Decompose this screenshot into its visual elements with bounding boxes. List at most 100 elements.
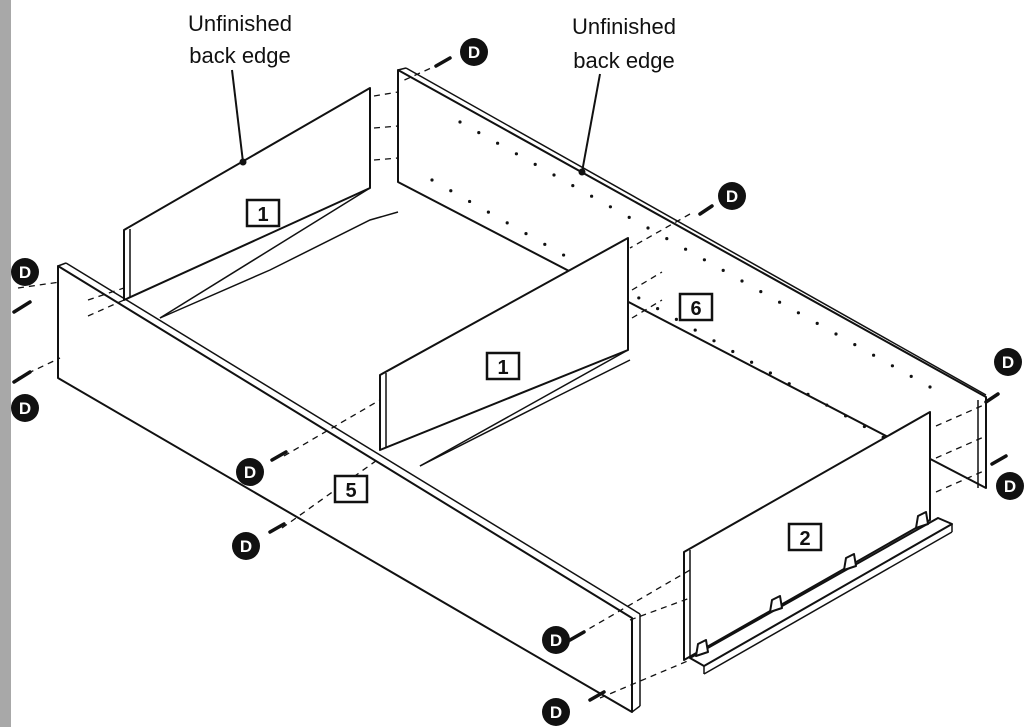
panel-side-left-top-edge: [57, 262, 67, 267]
fastener-d-badge-label: D: [19, 399, 31, 418]
panel-hole: [721, 268, 725, 272]
screw-icon: [588, 690, 606, 702]
panel-hole: [552, 173, 556, 177]
fastener-line: [935, 435, 987, 459]
panel-hole: [928, 385, 932, 389]
screw-icon: [990, 454, 1008, 466]
panel-hole: [740, 279, 744, 283]
fastener-line: [399, 63, 441, 83]
interior-floor-edge-2: [419, 359, 631, 467]
panel-side-right-top-edge: [405, 67, 987, 396]
panel-hole: [430, 178, 434, 182]
panel-hole: [787, 382, 791, 386]
panel-hole: [862, 424, 867, 429]
fastener-d-badge-label: D: [244, 463, 256, 482]
fastener-d-badge-label: D: [240, 537, 252, 556]
fastener-d-badge: D: [460, 38, 488, 66]
panel-hole: [815, 321, 819, 325]
fastener-d-badge-label: D: [468, 43, 480, 62]
callout-left-dot: [239, 158, 247, 166]
fastener-line: [935, 403, 987, 427]
fastener-d-badge: D: [542, 698, 570, 726]
panel-hole: [656, 307, 660, 311]
panel-hole: [750, 360, 754, 364]
fastener-d-badge: D: [994, 348, 1022, 376]
panel-hole: [768, 371, 773, 375]
fastener-d-badge-label: D: [550, 631, 562, 650]
fastener-d-badge: D: [236, 458, 264, 486]
fastener-d-badge-circle: [994, 348, 1022, 376]
panel-hole: [674, 317, 679, 321]
panel-hole: [505, 221, 509, 225]
panel-hole: [524, 232, 528, 236]
panel-hole: [853, 343, 857, 347]
panel-hole: [778, 300, 782, 304]
fastener-d-badge-circle: [11, 394, 39, 422]
part-label-side-right: 6: [678, 292, 714, 322]
fastener-d-badge-label: D: [1002, 353, 1014, 372]
fastener-line: [281, 457, 381, 529]
part-number-side-left: 5: [345, 480, 356, 502]
panel-hole: [590, 194, 594, 198]
fastener-d-badge-circle: [542, 626, 570, 654]
fastener-d-badge: D: [542, 626, 570, 654]
panel-hole: [693, 328, 697, 332]
fastener-d-badge-label: D: [550, 703, 562, 722]
panel-hole: [486, 210, 490, 214]
fastener-line: [631, 299, 663, 319]
fastener-line: [17, 357, 61, 379]
fastener-d-badge-circle: [718, 182, 746, 210]
fastener-line: [599, 659, 691, 699]
panel-hole: [712, 339, 716, 343]
fastener-d-badge-circle: [996, 472, 1024, 500]
panel-hole: [825, 403, 829, 407]
panel-hole: [571, 184, 575, 188]
fastener-d-badge: D: [996, 472, 1024, 500]
screws: [12, 56, 1008, 702]
panel-side-left-top-edge-2: [65, 262, 641, 615]
panel-hole: [533, 162, 537, 166]
screw-icon: [698, 204, 714, 216]
screw-icon: [568, 630, 586, 642]
fastener-line: [17, 281, 61, 289]
panel-hole: [637, 296, 641, 300]
fastener-d-badge-circle: [460, 38, 488, 66]
screw-icon: [268, 522, 286, 534]
panel-hole: [806, 392, 810, 396]
panel-hole: [608, 205, 613, 209]
fastener-d-badge-circle: [236, 458, 264, 486]
fastener-d-badge-circle: [232, 532, 260, 560]
panel-hole: [890, 364, 895, 368]
panel-divider: [379, 237, 629, 451]
fastener-line: [631, 271, 663, 291]
screw-icon: [270, 450, 288, 462]
screw-icon: [12, 300, 32, 314]
fastener-line: [373, 125, 399, 129]
fastener-line: [629, 213, 691, 249]
panel-side-right-thickness: [397, 67, 407, 71]
screw-icon: [984, 392, 1000, 404]
part-label-divider: 1: [485, 351, 521, 381]
fastener-line: [373, 91, 399, 97]
callout-left-leader: [231, 69, 244, 163]
panel-hole: [646, 226, 650, 230]
callout-right-leader: [581, 73, 601, 173]
fastener-d-badge-circle: [11, 258, 39, 286]
screw-icon: [434, 56, 452, 68]
part-label-front: 2: [787, 522, 823, 552]
panel-hole: [496, 141, 500, 145]
panel-hole: [562, 253, 566, 257]
panel-front-rail-edge-2: [703, 531, 953, 675]
panel-hole: [627, 215, 631, 219]
fastener-d-badge-label: D: [726, 187, 738, 206]
callout-right-dot: [578, 168, 586, 176]
fastener-d-badge: D: [718, 182, 746, 210]
fastener-line: [629, 597, 691, 621]
panel-back-left-bottom: [159, 187, 371, 319]
callout-left-line2: back edge: [189, 43, 291, 68]
fastener-d-badge-circle: [542, 698, 570, 726]
part-number-back-left: 1: [257, 204, 268, 226]
fastener-line: [283, 399, 381, 457]
panel-hole: [909, 374, 913, 378]
shelf-clip: [769, 595, 783, 613]
